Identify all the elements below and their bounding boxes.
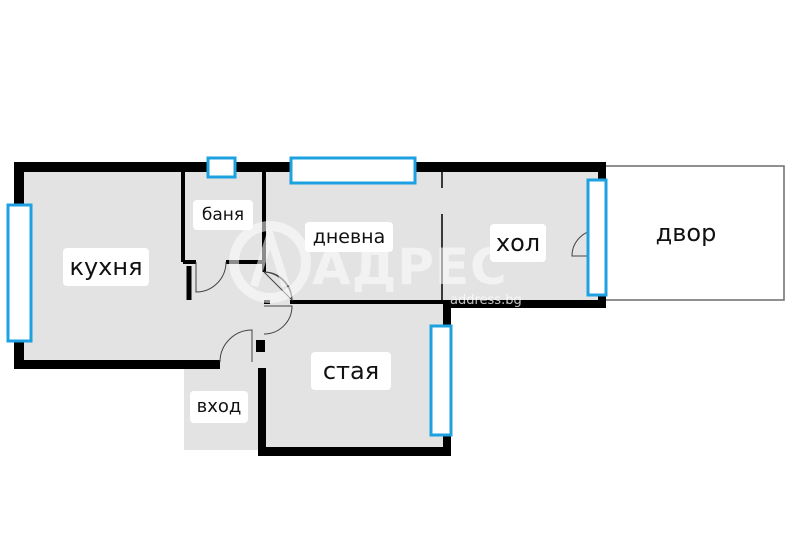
wall-room-left <box>258 368 266 456</box>
label-bathroom: баня <box>193 200 253 230</box>
window-kitchen-mullion <box>9 206 30 340</box>
door-entrance <box>219 329 253 363</box>
window-living <box>289 156 417 185</box>
windows <box>6 156 608 437</box>
door-bathroom <box>195 261 227 293</box>
floor-areas <box>24 170 602 450</box>
window-bathroom <box>206 156 237 179</box>
watermark-a-mark <box>250 222 290 288</box>
watermark-domain: address.bg <box>450 293 522 308</box>
label-living: дневна <box>305 222 393 252</box>
door-room <box>263 305 293 335</box>
wall-bottom-hall <box>443 300 606 308</box>
label-hall: хол <box>490 224 546 262</box>
label-yard: двор <box>648 214 724 252</box>
wall-bottom-kitchen <box>14 360 220 369</box>
window-yard-door <box>586 178 608 297</box>
wall-entrance-stub <box>256 340 265 352</box>
wall-room-bottom <box>258 447 450 456</box>
window-room <box>429 324 453 437</box>
watermark-logo <box>229 221 311 303</box>
label-entrance: вход <box>190 391 248 423</box>
label-kitchen: кухня <box>63 248 149 286</box>
window-kitchen <box>6 203 33 343</box>
label-room: стая <box>311 352 391 390</box>
